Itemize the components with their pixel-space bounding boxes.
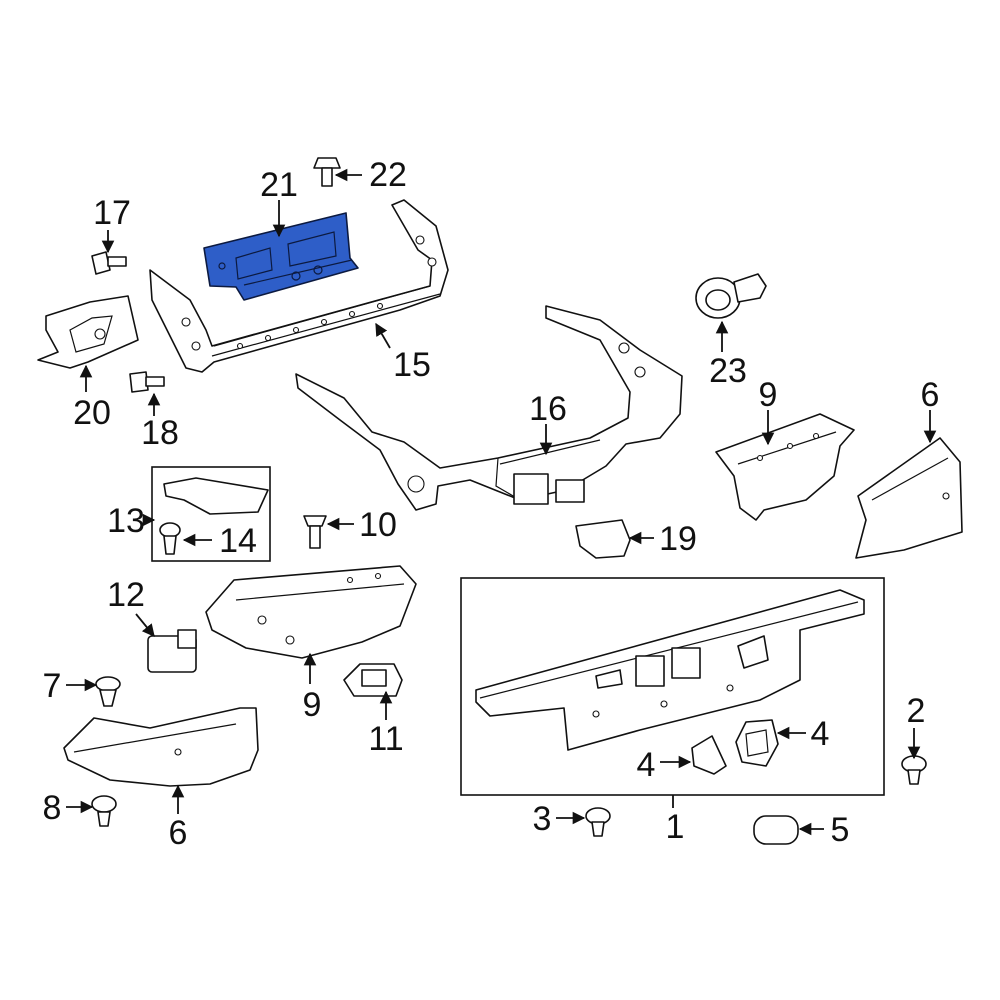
part-22-bolt[interactable] (313, 157, 341, 187)
part-5-pad[interactable] (753, 815, 799, 845)
callout-4-left: 4 (637, 746, 656, 784)
part-9-extension-right[interactable] (715, 413, 855, 521)
arrow-15 (375, 322, 391, 349)
part-9-extension-lower[interactable] (205, 565, 417, 659)
part-14-clip[interactable] (159, 522, 181, 555)
part-13-pad[interactable] (163, 477, 269, 515)
callout-22: 22 (369, 156, 407, 194)
callout-14: 14 (219, 522, 257, 560)
callout-7: 7 (43, 667, 62, 705)
callout-9-upper: 9 (759, 376, 778, 414)
part-4-retainer-b[interactable] (735, 719, 779, 767)
callout-12: 12 (107, 576, 145, 614)
part-17-bolt[interactable] (91, 251, 127, 275)
part-23-sensor[interactable] (695, 273, 767, 319)
leader-arrows (66, 168, 937, 836)
callout-6-lower: 6 (169, 814, 188, 852)
callout-13: 13 (107, 502, 145, 540)
callout-9-lower: 9 (303, 686, 322, 724)
part-6-cover-right[interactable] (855, 437, 963, 559)
callout-21: 21 (260, 166, 298, 204)
callout-3: 3 (533, 800, 552, 838)
part-2-clip[interactable] (901, 755, 927, 785)
part-16-hitch[interactable] (295, 305, 683, 511)
callout-4-right: 4 (811, 715, 830, 753)
callout-23: 23 (709, 352, 747, 390)
part-19-cap[interactable] (575, 519, 631, 559)
part-11-bracket[interactable] (343, 663, 403, 697)
callout-18: 18 (141, 414, 179, 452)
callout-20: 20 (73, 394, 111, 432)
part-18-bolt[interactable] (129, 371, 165, 393)
callout-11: 11 (368, 720, 403, 758)
part-8-clip[interactable] (91, 795, 117, 827)
part-21-bracket[interactable] (203, 212, 359, 301)
callout-6-upper: 6 (921, 376, 940, 414)
callout-8: 8 (43, 789, 62, 827)
callout-15: 15 (393, 346, 431, 384)
part-1-step-pad[interactable] (475, 589, 865, 751)
part-15-reinforcement[interactable] (149, 199, 449, 373)
callout-19: 19 (659, 520, 697, 558)
part-12-module[interactable] (147, 629, 197, 673)
part-6-cover-left[interactable] (63, 707, 259, 787)
part-10-bolt[interactable] (303, 515, 327, 549)
part-7-clip[interactable] (95, 676, 121, 707)
part-4-retainer-a[interactable] (691, 735, 727, 775)
callout-1: 1 (666, 808, 685, 846)
callout-16: 16 (529, 390, 567, 428)
callout-labels: 21 22 17 20 18 15 16 23 9 6 13 14 10 19 … (43, 156, 940, 852)
callout-5: 5 (831, 811, 850, 849)
callout-2: 2 (907, 692, 926, 730)
callout-17: 17 (93, 194, 131, 232)
arrow-12 (135, 613, 155, 637)
part-20-bracket[interactable] (37, 295, 139, 369)
part-3-clip[interactable] (585, 807, 611, 837)
callout-10: 10 (359, 506, 397, 544)
